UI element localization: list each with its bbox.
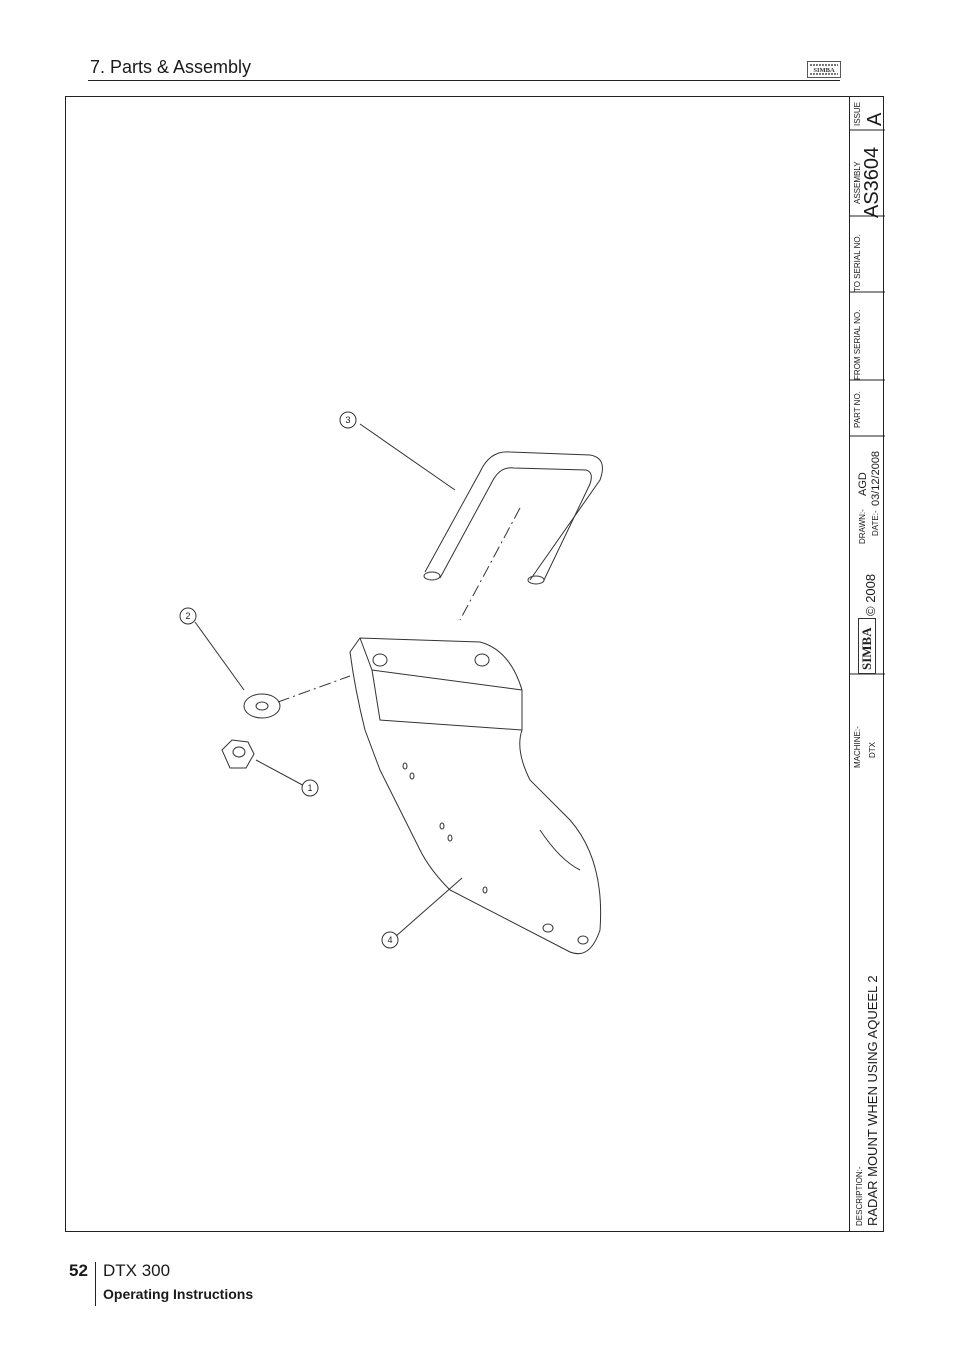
title-block: ISSUE A ASSEMBLY AS3604 TO SERIAL NO. FR… [849, 96, 886, 1232]
simba-brand-logo: SIMBA [858, 618, 876, 674]
callout-2: 2 [185, 611, 190, 621]
date-label: DATE:- [871, 510, 880, 536]
issue-value: A [864, 112, 886, 126]
callout-3: 3 [345, 415, 350, 425]
callout-1: 1 [307, 783, 312, 793]
callout-4-circle [381, 931, 399, 949]
drawing-frame [65, 96, 884, 1232]
doc-type: Operating Instructions [103, 1286, 254, 1302]
assembly-value: AS3604 [861, 146, 883, 218]
header-rule [88, 80, 840, 81]
date-value: 03/12/2008 [870, 450, 882, 506]
callout-1-circle [301, 779, 319, 797]
washer [243, 693, 281, 719]
machine-value: DTX [868, 742, 877, 758]
product-name: DTX 300 [103, 1261, 171, 1280]
assembly-drawing: 3 2 1 4 [179, 411, 603, 955]
simba-logo: SIMBA [807, 61, 841, 78]
section-title: 7. Parts & Assembly [90, 57, 252, 77]
callout-4: 4 [387, 935, 392, 945]
callout-3-circle [339, 411, 357, 429]
drawn-label: DRAWN:- [858, 509, 867, 544]
drawn-value: AGD [857, 472, 869, 496]
logo-text: SIMBA [813, 67, 835, 74]
page-number: 52 [69, 1261, 88, 1280]
brand-text: SIMBA [859, 627, 874, 670]
description-label: DESCRIPTION:- [855, 1166, 864, 1226]
title-block-dividers [850, 129, 885, 675]
part-no-label: PART NO. [853, 391, 862, 428]
bracket [349, 637, 602, 955]
issue-label: ISSUE [853, 101, 862, 126]
from-serial-label: FROM SERIAL NO. [853, 309, 862, 380]
description-value: RADAR MOUNT WHEN USING AQUEEL 2 [865, 975, 880, 1226]
footer-rule [95, 1262, 96, 1306]
copyright: © 2008 [863, 573, 878, 616]
callout-2-circle [179, 607, 197, 625]
to-serial-label: TO SERIAL NO. [853, 234, 862, 292]
machine-label: MACHINE:- [853, 726, 862, 768]
nut [221, 739, 255, 769]
u-bolt [424, 451, 603, 581]
